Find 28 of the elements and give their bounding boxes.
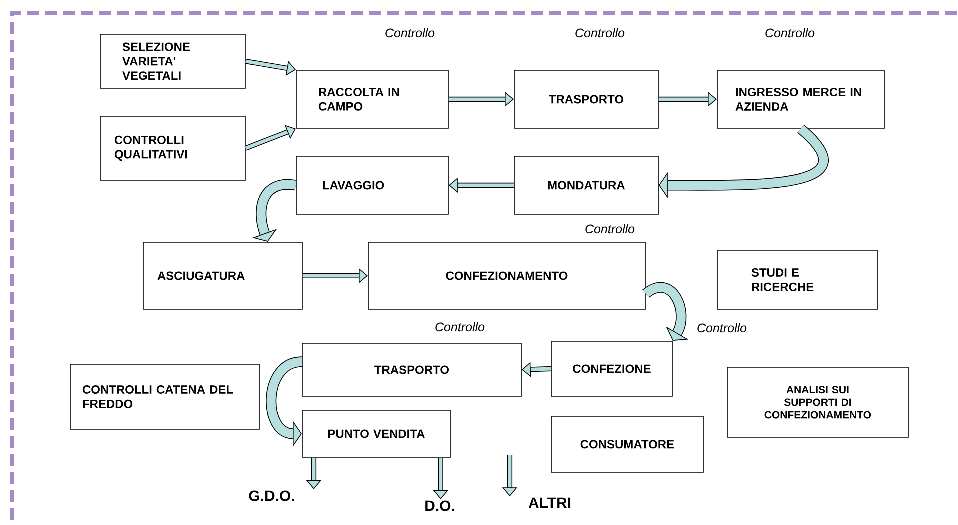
process-box: CONTROLLI QUALITATIVI (100, 116, 246, 181)
process-box: RACCOLTA IN CAMPO (296, 70, 449, 129)
process-box: CONFEZIONE (551, 341, 673, 397)
process-box: PUNTO VENDITA (302, 410, 451, 458)
process-box: LAVAGGIO (296, 156, 449, 215)
process-box: SELEZIONE VARIETA' VEGETALI (100, 34, 246, 89)
process-box: ANALISI SUI SUPPORTI DI CONFEZIONAMENTO (727, 367, 909, 438)
control-label: Controllo (766, 28, 815, 38)
process-box: ASCIUGATURA (143, 242, 303, 310)
process-box: STUDI E RICERCHE (717, 250, 878, 310)
process-box: CONSUMATORE (551, 416, 704, 473)
control-label: Controllo (576, 28, 625, 38)
process-box: TRASPORTO (302, 343, 522, 397)
outlet-label: D.O. (426, 500, 454, 512)
arrow (244, 125, 296, 151)
process-box: MONDATURA (514, 156, 659, 215)
arrow (245, 58, 296, 76)
outlet-label: G.D.O. (249, 490, 294, 502)
control-label: Controllo (436, 322, 485, 332)
process-box: CONTROLLI CATENA DEL FREDDO (70, 364, 260, 430)
control-label: Controllo (698, 323, 747, 333)
process-box: CONFEZIONAMENTO (368, 242, 646, 310)
curved-arrow (642, 282, 689, 341)
control-label: Controllo (386, 28, 435, 38)
process-box: TRASPORTO (514, 70, 659, 129)
control-label: Controllo (586, 224, 635, 234)
process-box: INGRESSO MERCE IN AZIENDA (717, 70, 885, 129)
outlet-label: ALTRI (528, 498, 571, 508)
